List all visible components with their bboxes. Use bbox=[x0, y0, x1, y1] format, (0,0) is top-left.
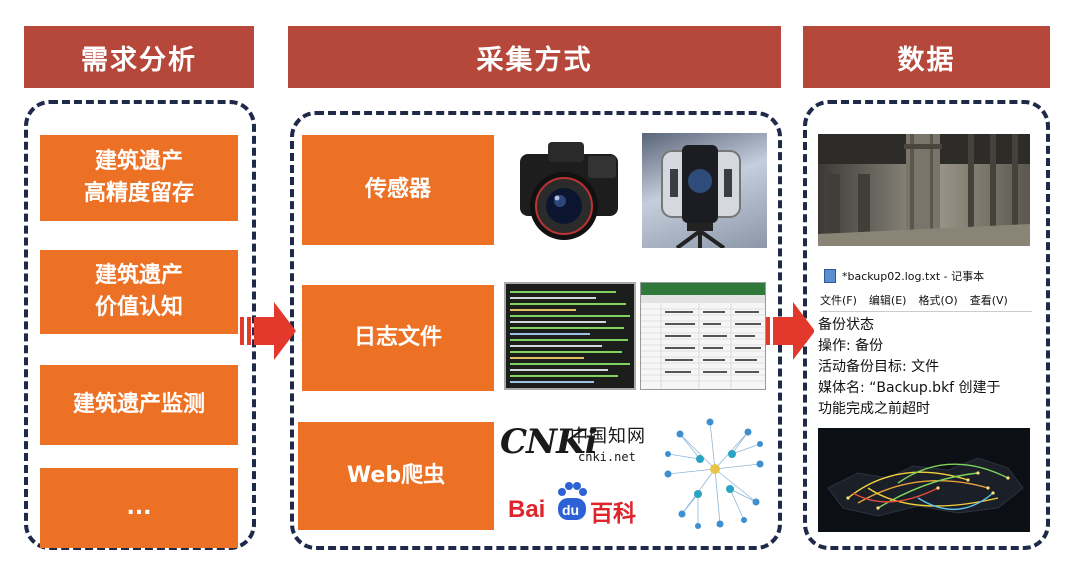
notepad-file-icon bbox=[824, 269, 836, 283]
notepad-menu-file[interactable]: 文件(F) bbox=[820, 294, 857, 307]
knowledge-graph-image bbox=[664, 418, 764, 529]
dslr-camera-image bbox=[520, 142, 618, 240]
collection-label: 日志文件 bbox=[353, 325, 442, 351]
collection-label: 传感器 bbox=[364, 177, 431, 203]
baidu-baike-logo: Bai du 百科 bbox=[508, 482, 643, 527]
notepad-menu-bar: 文件(F) 编辑(E) 格式(O) 查看(V) bbox=[820, 292, 1032, 312]
notepad-menu-edit[interactable]: 编辑(E) bbox=[868, 294, 907, 307]
baidu-logo-bai: Bai bbox=[508, 496, 546, 523]
requirement-box-monitoring: 建筑遗产监测 bbox=[40, 365, 238, 445]
header-collection-methods: 采集方式 bbox=[288, 26, 781, 88]
trajectory-map-image bbox=[818, 428, 1030, 532]
notepad-menu-view[interactable]: 查看(V) bbox=[969, 294, 1008, 307]
requirement-box-value-cognition: 建筑遗产 价值认知 bbox=[40, 250, 238, 334]
laser-scanner-image bbox=[642, 133, 767, 248]
notepad-text-line: 媒体名: “Backup.bkf 创建于 bbox=[818, 380, 1001, 396]
arrow-right-icon bbox=[240, 302, 296, 360]
cnki-logo: CNKi 中国知网 cnki.net bbox=[500, 420, 650, 470]
requirement-box-more: ... bbox=[40, 468, 238, 548]
requirement-line: 高精度留存 bbox=[83, 181, 194, 206]
collection-box-web-crawler: Web爬虫 bbox=[298, 422, 494, 530]
heritage-building-photo bbox=[818, 134, 1030, 246]
spreadsheet-log-image bbox=[640, 282, 766, 390]
requirement-line: 价值认知 bbox=[94, 295, 183, 320]
collection-box-sensor: 传感器 bbox=[302, 135, 494, 245]
collection-box-log-file: 日志文件 bbox=[302, 285, 494, 391]
notepad-text-line: 功能完成之前超时 bbox=[818, 401, 930, 417]
notepad-text-line: 备份状态 bbox=[818, 317, 874, 333]
collection-label: Web爬虫 bbox=[346, 463, 446, 489]
cnki-logo-chinese: 中国知网 bbox=[570, 426, 646, 447]
requirement-line: 建筑遗产 bbox=[94, 263, 183, 289]
notepad-title-bar: *backup02.log.txt - 记事本 bbox=[824, 268, 984, 284]
notepad-text-line: 操作: 备份 bbox=[818, 338, 884, 354]
notepad-title: *backup02.log.txt - 记事本 bbox=[842, 270, 985, 283]
header-data: 数据 bbox=[803, 26, 1050, 88]
requirement-box-preservation: 建筑遗产 高精度留存 bbox=[40, 135, 238, 221]
notepad-text-line: 活动备份目标: 文件 bbox=[818, 359, 940, 375]
cnki-logo-url: cnki.net bbox=[578, 450, 636, 464]
notepad-menu-format[interactable]: 格式(O) bbox=[918, 294, 958, 307]
requirement-line: 建筑遗产监测 bbox=[72, 392, 205, 418]
terminal-log-image bbox=[504, 282, 636, 390]
baidu-logo-baike: 百科 bbox=[590, 501, 636, 527]
baidu-logo-du: du bbox=[562, 502, 580, 518]
requirement-line: 建筑遗产 bbox=[94, 149, 183, 175]
cnki-logo-mark: CNKi bbox=[500, 422, 598, 462]
notepad-window: *backup02.log.txt - 记事本 文件(F) 编辑(E) 格式(O… bbox=[814, 262, 1036, 420]
requirement-line: ... bbox=[126, 495, 152, 521]
header-requirements-analysis: 需求分析 bbox=[24, 26, 254, 88]
baidu-paw-icon bbox=[558, 482, 587, 520]
